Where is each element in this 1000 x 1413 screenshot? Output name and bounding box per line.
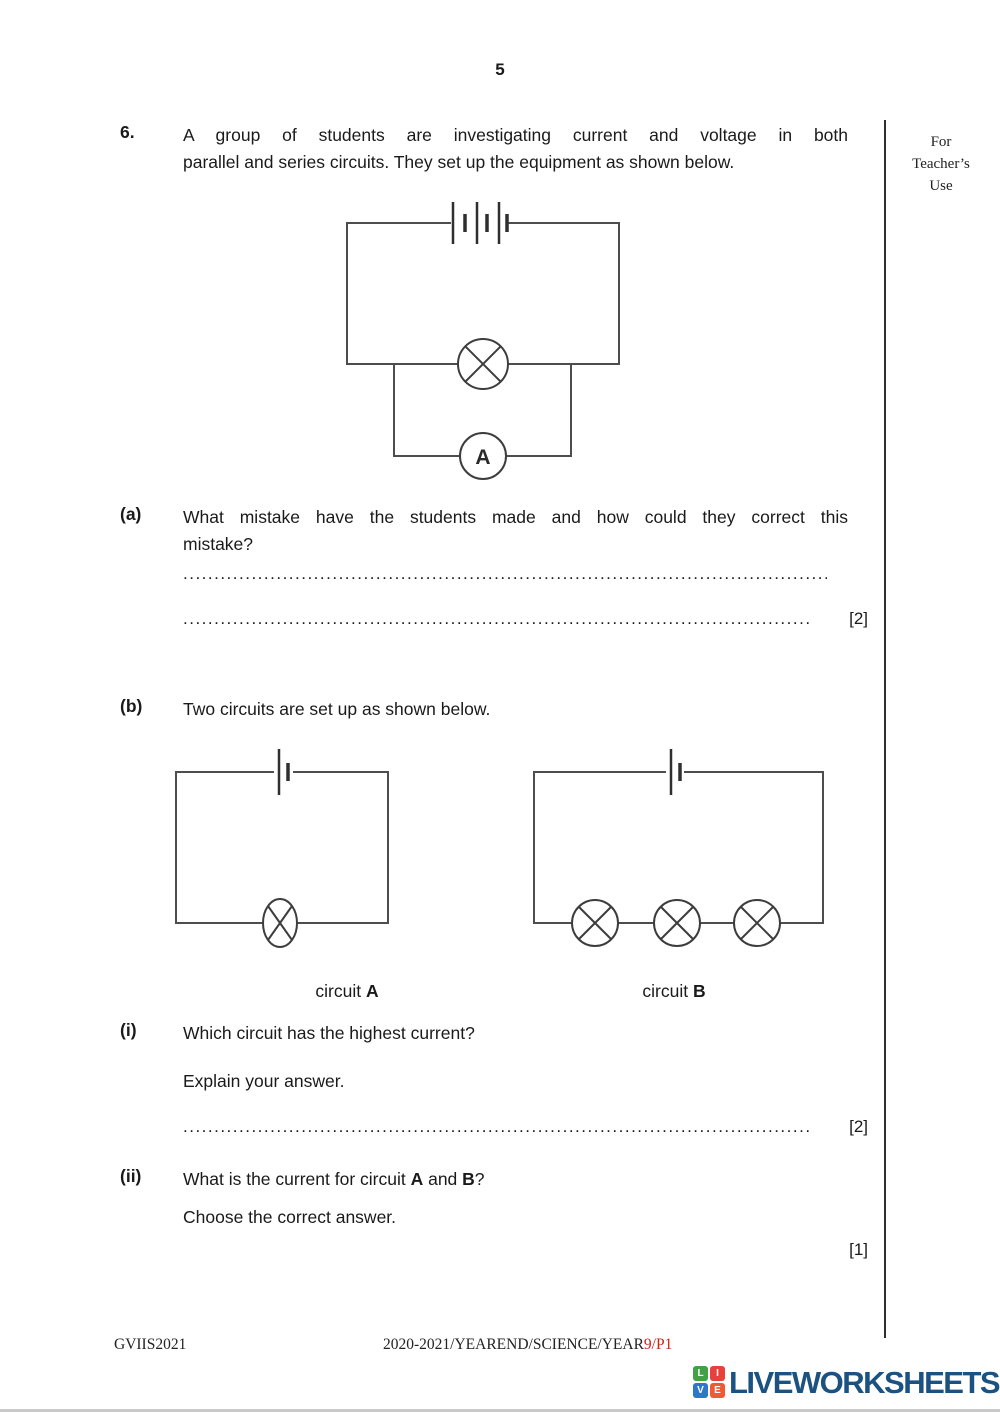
circuit-wire bbox=[533, 771, 666, 924]
part-b-text: Two circuits are set up as shown below. bbox=[183, 699, 491, 719]
battery-icon bbox=[451, 202, 509, 244]
answer-row: ........................................… bbox=[183, 1117, 868, 1137]
ammeter-label: A bbox=[475, 446, 490, 469]
page-bottom-edge bbox=[0, 1409, 1000, 1412]
page-number: 5 bbox=[495, 60, 505, 79]
part-a-line-2: mistake? bbox=[183, 534, 254, 554]
part-a-label: (a) bbox=[120, 504, 142, 524]
part-ii-question: What is the current for circuit A and B? bbox=[183, 1166, 848, 1193]
answer-row: ........................................… bbox=[183, 609, 868, 629]
circuit-wire bbox=[175, 771, 274, 924]
lamp-icon bbox=[733, 899, 781, 947]
footer-reference-black: 2020-2021/YEAREND/SCIENCE/YEAR bbox=[383, 1336, 644, 1353]
marks-badge: [1] bbox=[849, 1240, 868, 1259]
answer-row: ........................................… bbox=[183, 564, 868, 584]
part-ii-label: (ii) bbox=[120, 1166, 142, 1186]
part-a-line-1: What mistake have the students made and … bbox=[183, 507, 848, 527]
circuit-a-diagram bbox=[175, 749, 389, 948]
part-ii-circuit-b-ref: B bbox=[462, 1169, 475, 1189]
lamp-icon bbox=[571, 899, 619, 947]
logo-square-l: L bbox=[693, 1366, 708, 1381]
battery-icon bbox=[277, 749, 290, 795]
logo-square-e: E bbox=[710, 1383, 725, 1398]
teacher-use-divider-line bbox=[884, 120, 886, 1338]
part-i-question: Which circuit has the highest current? bbox=[183, 1023, 475, 1043]
logo-square-i: I bbox=[710, 1366, 725, 1381]
answer-line[interactable]: ........................................… bbox=[183, 564, 827, 583]
ammeter-icon: A bbox=[459, 432, 507, 480]
teacher-use-line: For bbox=[930, 134, 952, 150]
circuit-wire bbox=[508, 222, 620, 365]
logo-square-v: V bbox=[693, 1383, 708, 1398]
question-6-number: 6. bbox=[120, 122, 135, 142]
circuit-a-caption-letter: A bbox=[365, 981, 379, 1001]
main-circuit-diagram: A bbox=[346, 202, 620, 480]
liveworksheets-logo[interactable]: L I V E LIVEWORKSHEETS bbox=[693, 1364, 1000, 1400]
lamp-icon bbox=[262, 898, 298, 948]
part-a-text: What mistake have the students made and … bbox=[183, 504, 848, 558]
marks-badge: [2] bbox=[849, 1117, 868, 1136]
circuit-a-caption-text: circuit bbox=[315, 981, 366, 1001]
circuit-wire bbox=[684, 771, 824, 924]
part-ii-question-text: and bbox=[423, 1169, 463, 1189]
teacher-use-box: For Teacher’s Use bbox=[896, 131, 986, 197]
part-ii-prompt: Choose the correct answer. bbox=[183, 1207, 397, 1227]
circuit-b-caption-letter: B bbox=[692, 981, 706, 1001]
lamp-icon bbox=[653, 899, 701, 947]
battery-icon bbox=[669, 749, 682, 795]
circuit-wire bbox=[506, 364, 572, 457]
part-i-label: (i) bbox=[120, 1020, 137, 1040]
question-6-line-2: parallel and series circuits. They set u… bbox=[183, 152, 735, 172]
part-ii-question-text: What is the current for circuit bbox=[183, 1169, 411, 1189]
footer-school-code: GVIIS2021 bbox=[114, 1336, 187, 1353]
answer-line[interactable]: ........................................… bbox=[183, 1117, 811, 1136]
circuit-b-diagram bbox=[533, 749, 824, 947]
question-6-line-1: A group of students are investigating cu… bbox=[183, 125, 848, 145]
circuit-b-caption: circuit B bbox=[604, 981, 744, 1002]
teacher-use-line: Use bbox=[929, 178, 953, 194]
liveworksheets-logo-icon: L I V E bbox=[693, 1366, 725, 1398]
teacher-use-line: Teacher’s bbox=[912, 156, 970, 172]
circuit-wire bbox=[393, 364, 460, 457]
answer-line[interactable]: ........................................… bbox=[183, 609, 811, 628]
marks-row: [1] bbox=[183, 1240, 868, 1260]
lamp-icon bbox=[457, 338, 509, 390]
footer-reference-red: 9/P1 bbox=[643, 1336, 673, 1353]
liveworksheets-logo-text: LIVEWORKSHEETS bbox=[729, 1364, 1000, 1400]
circuit-wire bbox=[293, 771, 389, 924]
circuit-b-caption-text: circuit bbox=[642, 981, 693, 1001]
part-i-prompt: Explain your answer. bbox=[183, 1071, 345, 1091]
part-ii-question-text: ? bbox=[474, 1169, 485, 1189]
circuit-wire bbox=[346, 222, 458, 365]
circuit-a-caption: circuit A bbox=[277, 981, 417, 1002]
part-ii-circuit-a-ref: A bbox=[410, 1169, 424, 1189]
question-6-text: A group of students are investigating cu… bbox=[183, 122, 848, 176]
footer-paper-reference: 2020-2021/YEAREND/SCIENCE/YEAR9/P1 bbox=[383, 1336, 672, 1354]
part-b-label: (b) bbox=[120, 696, 143, 716]
marks-badge: [2] bbox=[849, 609, 868, 628]
